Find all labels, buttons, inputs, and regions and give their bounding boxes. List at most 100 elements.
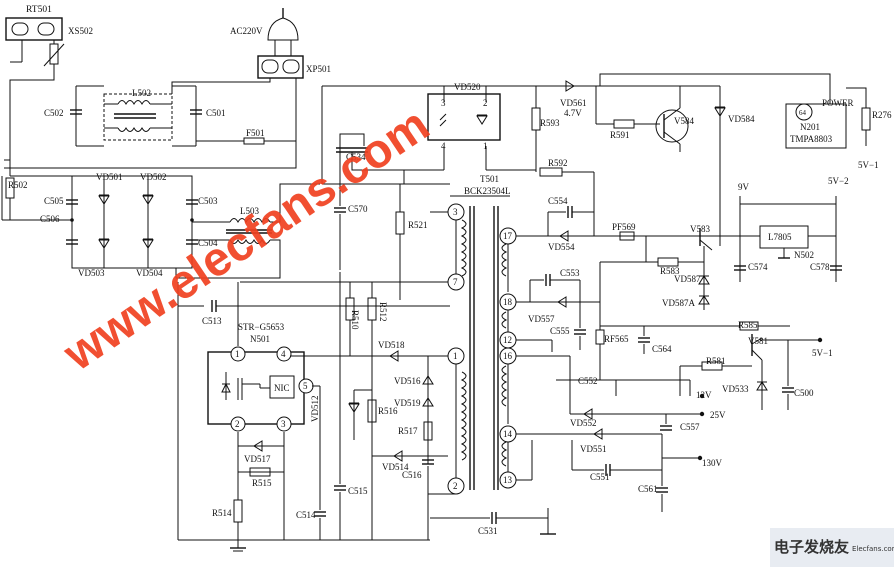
xfmr-pin-16: 16: [503, 351, 513, 361]
label-vd561-voltage: 4.7V: [564, 108, 582, 118]
label-c502: C502: [44, 108, 64, 118]
ic-pin-2: 2: [235, 419, 240, 429]
label-c514: C514: [296, 510, 316, 520]
bridge-rectifier: [1, 175, 320, 279]
secondary-section: [516, 73, 871, 512]
label-vd551: VD551: [580, 444, 607, 454]
ic-pin-5: 5: [303, 381, 308, 391]
label-pf569: PF569: [612, 222, 636, 232]
label-r521: R521: [408, 220, 428, 230]
label-c534: C534: [346, 152, 366, 162]
label-c552: C552: [578, 376, 598, 386]
label-5v-1-top: 5V−1: [858, 160, 879, 170]
ic-pin-3: 3: [281, 419, 286, 429]
label-c554: C554: [548, 196, 568, 206]
label-c561: C561: [638, 484, 658, 494]
label-vd584: VD584: [728, 114, 755, 124]
opto-pin-2: 2: [483, 98, 488, 108]
label-v583: V583: [690, 224, 710, 234]
label-v581: V581: [748, 336, 768, 346]
opto-pin-1: 1: [483, 141, 488, 151]
opto-pin-4: 4: [441, 141, 446, 151]
xfmr-pin-3: 3: [453, 207, 458, 217]
label-130v: 130V: [702, 458, 723, 468]
label-c531: C531: [478, 526, 498, 536]
label-5v-2: 5V−2: [828, 176, 849, 186]
ic-pin-1: 1: [235, 349, 240, 359]
label-c515: C515: [348, 486, 368, 496]
xfmr-pin-2: 2: [453, 481, 458, 491]
pin-numbers: 3 2 4 1 3 7 1 2 17 18 12 16 14 13 1 4 5 …: [235, 98, 513, 491]
label-vd518: VD518: [378, 340, 405, 350]
corner-logo: 电子发烧友 Elecfans.com: [770, 528, 894, 567]
label-rf565: RF565: [604, 334, 629, 344]
label-pin64: 64: [799, 109, 807, 117]
label-r502: R502: [8, 180, 28, 190]
label-vd503: VD503: [78, 268, 105, 278]
label-vd557: VD557: [528, 314, 555, 324]
label-n502: N502: [794, 250, 814, 260]
xfmr-pin-12: 12: [503, 335, 512, 345]
label-n201: N201: [800, 122, 820, 132]
label-c504: C504: [198, 238, 218, 248]
label-c500: C500: [794, 388, 814, 398]
xfmr-pin-7: 7: [453, 277, 458, 287]
control-ic-n501: [177, 272, 556, 552]
xfmr-pin-14: 14: [503, 429, 513, 439]
label-r510: R510: [350, 310, 360, 330]
label-r591: R591: [610, 130, 630, 140]
xfmr-pin-17: 17: [503, 231, 513, 241]
label-c513: C513: [202, 316, 222, 326]
label-vd516: VD516: [394, 376, 421, 386]
label-r512: R512: [378, 302, 388, 322]
label-vd552: VD552: [570, 418, 597, 428]
label-25v: 25V: [710, 410, 726, 420]
label-vd501: VD501: [96, 172, 123, 182]
label-vd502: VD502: [140, 172, 167, 182]
label-r515: R515: [252, 478, 272, 488]
label-c505: C505: [44, 196, 64, 206]
label-c574: C574: [748, 262, 768, 272]
label-n501: N501: [250, 334, 270, 344]
label-r581: R581: [706, 356, 726, 366]
xfmr-pin-18: 18: [503, 297, 513, 307]
label-r514: R514: [212, 508, 232, 518]
transformer-t501: [240, 195, 517, 495]
label-xs502: XS502: [68, 26, 93, 36]
input-section: [4, 8, 304, 176]
label-power: POWER: [822, 98, 854, 108]
label-vd520: VD520: [454, 82, 481, 92]
label-l502: L502: [132, 88, 151, 98]
label-c501: C501: [206, 108, 226, 118]
label-r593: R593: [540, 118, 560, 128]
label-r276: R276: [872, 110, 892, 120]
corner-logo-en: Elecfans.com: [852, 545, 894, 553]
label-c516: C516: [402, 470, 422, 480]
label-vd533: VD533: [722, 384, 749, 394]
label-c564: C564: [652, 344, 672, 354]
label-ac220v: AC220V: [230, 26, 263, 36]
label-c503: C503: [198, 196, 218, 206]
label-vd504: VD504: [136, 268, 163, 278]
label-vd554: VD554: [548, 242, 575, 252]
label-r583: R583: [660, 266, 680, 276]
label-r585: R585: [738, 320, 758, 330]
label-vd514: VD514: [382, 462, 409, 472]
corner-logo-cn: 电子发烧友: [774, 538, 849, 556]
label-c551: C551: [590, 472, 610, 482]
label-l7805: L7805: [768, 232, 792, 242]
ic-pin-4: 4: [281, 349, 286, 359]
label-c557: C557: [680, 422, 700, 432]
label-12v: 12V: [696, 390, 712, 400]
xfmr-pin-1: 1: [453, 351, 458, 361]
label-r516: R516: [378, 406, 398, 416]
label-c578: C578: [810, 262, 830, 272]
label-vd519: VD519: [394, 398, 421, 408]
label-v584: V584: [674, 116, 694, 126]
label-tmpa8803: TMPA8803: [790, 134, 833, 144]
label-vd587: VD587: [674, 274, 701, 284]
label-bck23504l: BCK23504L: [464, 186, 511, 196]
label-c570: C570: [348, 204, 368, 214]
label-l503: L503: [240, 206, 259, 216]
